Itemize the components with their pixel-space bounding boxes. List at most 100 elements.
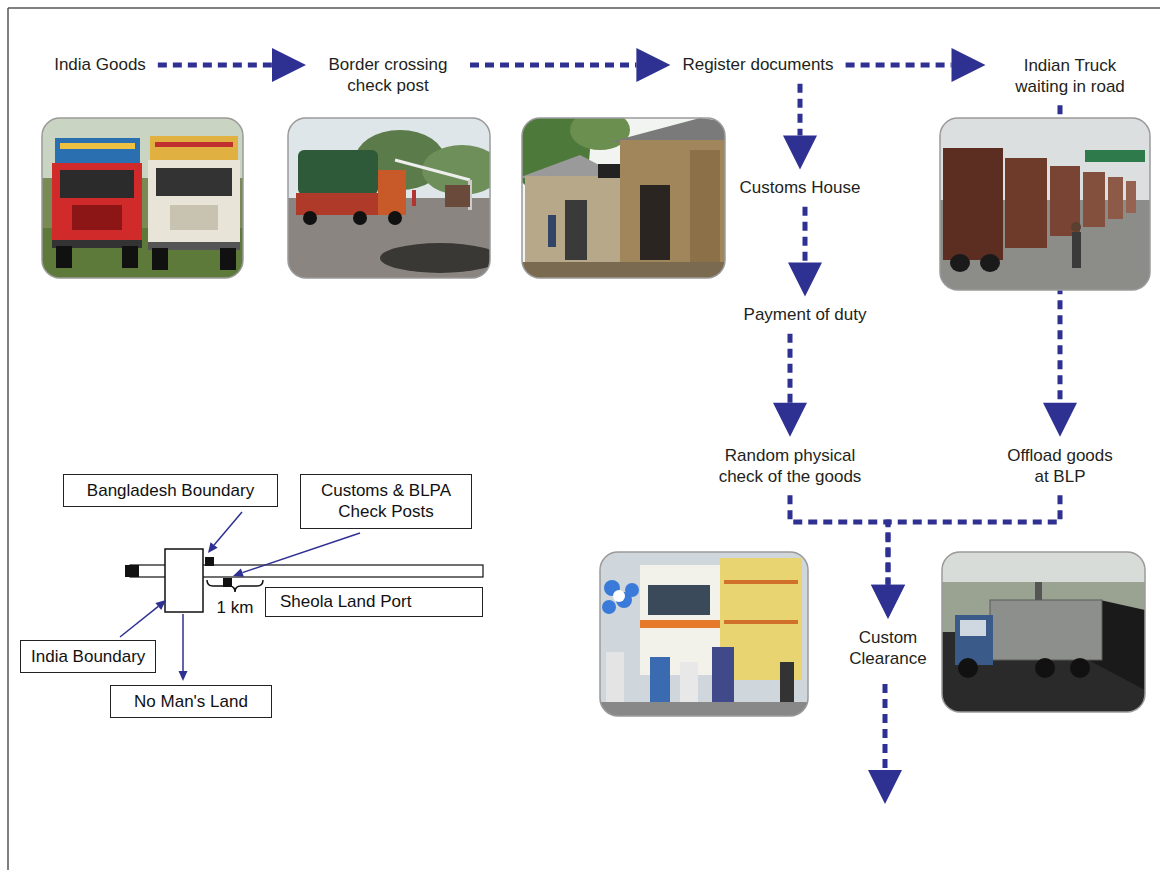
shed-wall — [620, 140, 725, 278]
leader-line — [214, 512, 242, 545]
node-text: Customs House — [740, 177, 861, 198]
flow-arrow-head — [868, 770, 902, 804]
flow-step: Border crossing check post — [314, 52, 462, 99]
flow-step: Random physical check of the goods — [704, 443, 877, 490]
office-photo — [522, 118, 725, 278]
map-label-box: India Boundary — [20, 640, 156, 673]
truck-wheel — [980, 254, 1000, 272]
shed-door — [640, 185, 670, 260]
flow-step: Register documents — [678, 52, 837, 77]
flow-arrow-head — [1043, 403, 1077, 437]
shed-door — [565, 200, 587, 260]
map-label-box: Customs & BLPA Check Posts — [300, 474, 472, 529]
barrier-bar — [395, 160, 470, 180]
node-text: Indian Truck waiting in road — [998, 55, 1143, 98]
flow-step: Custom Clearance — [834, 625, 942, 672]
land-port-box: Sheola Land Port — [265, 587, 483, 617]
shed-roof — [610, 118, 725, 142]
node-text: Border crossing check post — [318, 54, 458, 97]
node-text: Random physical check of the goods — [708, 445, 873, 488]
photo-ground — [522, 262, 725, 278]
person — [548, 215, 556, 247]
truck-body — [724, 580, 798, 584]
balloon — [625, 583, 639, 597]
person — [1035, 582, 1042, 600]
node-text: Offload goods at BLP — [1003, 445, 1118, 488]
photo-background — [600, 552, 808, 716]
flow-arrow-line — [883, 684, 888, 770]
flow-arrow-line — [158, 63, 272, 68]
photo-frame — [942, 552, 1145, 712]
node-text: Sheola Land Port — [280, 591, 411, 612]
flow-arrow-head — [636, 48, 670, 82]
flow-step: Customs House — [736, 175, 865, 200]
truck-wheel — [1035, 658, 1055, 678]
frame-line — [8, 7, 1160, 9]
check-post-symbol — [205, 557, 214, 566]
photo-frame — [288, 118, 490, 278]
checkpost-photo — [288, 118, 490, 278]
truck-garland — [640, 620, 720, 628]
truck-cab — [55, 138, 140, 164]
flow-arrow-head — [952, 48, 986, 82]
node-text: India Goods — [54, 54, 146, 75]
truck-grille — [72, 205, 122, 230]
flow-arrow-line — [470, 63, 636, 68]
photo-frame — [600, 552, 808, 716]
node-text: Register documents — [682, 54, 833, 75]
flow-arrow-head — [788, 262, 822, 296]
queue-photo — [940, 118, 1150, 290]
flow-step: India Goods — [50, 52, 150, 77]
distance-brace — [207, 580, 263, 592]
leader-line — [242, 533, 360, 573]
road-sign — [1085, 150, 1145, 162]
map-label-box: No Man's Land — [110, 685, 272, 718]
truck-body — [943, 148, 1003, 260]
truck-cab — [52, 163, 142, 243]
balloon — [602, 600, 616, 614]
node-text: Custom Clearance — [838, 627, 938, 670]
node-text: Bangladesh Boundary — [74, 480, 267, 501]
flow-arrow-line — [798, 84, 803, 136]
flow-arrow-head — [783, 135, 817, 169]
flow-arrow-head — [871, 585, 905, 619]
leader-head — [233, 568, 244, 576]
truck-cab — [148, 160, 240, 245]
check-post-symbol — [125, 565, 139, 577]
truck-wheel — [56, 246, 72, 268]
truck-cab — [60, 143, 135, 149]
truck-window — [60, 170, 134, 198]
frame-line — [7, 8, 9, 870]
person — [1071, 222, 1081, 232]
balloon — [613, 590, 625, 602]
offload-photo — [942, 552, 1145, 712]
truck-tarp — [298, 150, 378, 195]
no-mans-land-symbol — [165, 549, 203, 612]
flow-arrow-line — [788, 334, 793, 403]
flow-step: Payment of duty — [740, 302, 871, 327]
truck-wheel — [353, 211, 367, 225]
person — [1072, 232, 1081, 268]
photo-frame — [522, 118, 725, 278]
truck-cab — [955, 615, 993, 665]
flow-arrow-head — [871, 585, 905, 619]
leader-head — [155, 600, 166, 610]
truck-body — [990, 600, 1102, 660]
node-text: Payment of duty — [744, 304, 867, 325]
truck-window — [156, 168, 232, 196]
flow-step: Indian Truck waiting in road — [994, 53, 1147, 100]
truck-wheel — [152, 248, 168, 270]
map-label-box: Bangladesh Boundary — [63, 474, 278, 507]
truck-wheel — [1070, 658, 1090, 678]
flow-arrow — [470, 48, 670, 82]
truck-body — [1005, 158, 1047, 248]
flow-arrow — [158, 48, 306, 82]
leader-line — [182, 614, 184, 671]
node-text: India Boundary — [31, 646, 145, 667]
truck-cab — [155, 142, 233, 147]
flow-step: Offload goods at BLP — [999, 443, 1122, 490]
truck-body — [1126, 181, 1136, 213]
shed-wall — [690, 150, 720, 278]
truck-body — [445, 185, 470, 207]
truck-window — [960, 620, 986, 636]
